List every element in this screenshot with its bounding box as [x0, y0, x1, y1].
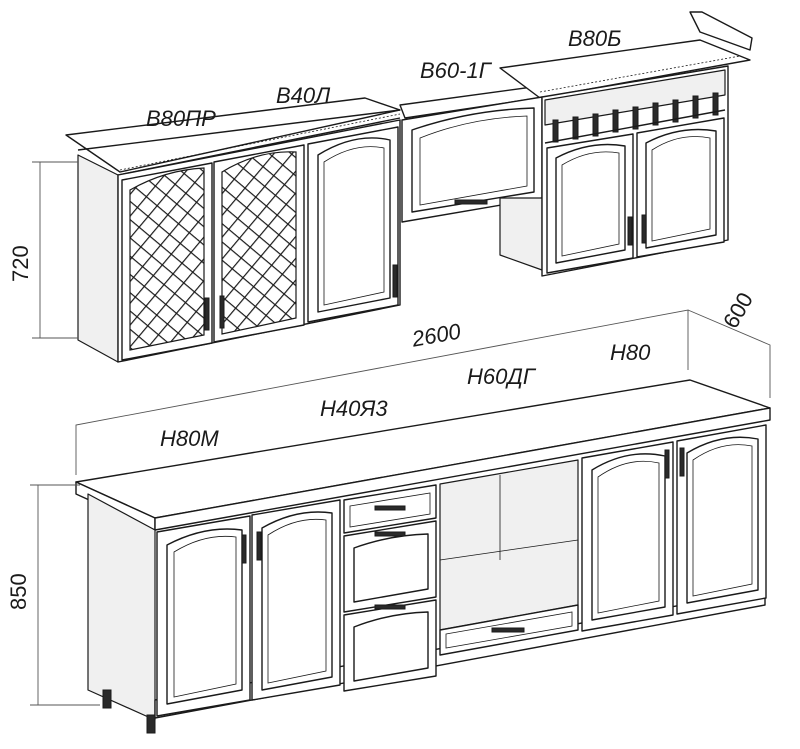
- lower-height-label: 850: [6, 573, 31, 610]
- upper-top-right: [499, 39, 751, 99]
- door-b80b-2-inner: [651, 136, 711, 242]
- door-n80-2-inner: [692, 444, 753, 597]
- door-b80b-1-inner: [561, 151, 620, 257]
- door-n80m-2[interactable]: [251, 499, 341, 701]
- door-n80m-1-inner: [173, 535, 237, 698]
- label-n40ya3: Н40Я3: [320, 396, 388, 421]
- drawer-3[interactable]: [343, 599, 437, 692]
- label-n60dg: Н60ДГ: [467, 364, 535, 389]
- lower-cabinets: [75, 379, 771, 734]
- lattice-panel-2: [221, 151, 297, 335]
- door-n80-1-panel: [591, 453, 666, 621]
- handle-icon: [454, 199, 488, 205]
- door-n80m-1[interactable]: [156, 515, 251, 717]
- label-b40l: В40Л: [276, 83, 331, 108]
- label-b60-1g: В60-1Г: [420, 58, 491, 83]
- door-b80b-2-panel: [645, 128, 717, 249]
- lower-left-side: [87, 493, 156, 721]
- handle-icon: [374, 505, 406, 511]
- door-n80-2-panel: [686, 436, 759, 604]
- door-n80-1[interactable]: [581, 441, 674, 632]
- door-n80-1-inner: [597, 460, 660, 614]
- door-n80m-1-panel: [166, 528, 243, 705]
- handle-icon: [374, 531, 406, 537]
- upper-left-side: [77, 154, 119, 363]
- door-b40l-panel-inner: [323, 146, 385, 306]
- label-n80m: Н80М: [160, 426, 219, 451]
- b60-panel: [411, 107, 535, 213]
- door-n80m-2-inner: [267, 518, 327, 684]
- door-b40l-panel: [317, 137, 391, 313]
- oven-niche: [439, 459, 579, 631]
- door-n80m-2-panel: [261, 511, 333, 691]
- cornice-dentil-left: [119, 113, 401, 171]
- door-b40l[interactable]: [307, 126, 399, 323]
- handle-icon: [241, 534, 247, 564]
- b60-panel-inner: [419, 115, 528, 206]
- open-shelf: [544, 69, 726, 126]
- handle-icon: [641, 214, 647, 244]
- lattice-panel-1: [129, 167, 205, 351]
- label-n80: Н80: [610, 340, 651, 365]
- upper-height-dimension: [32, 161, 78, 339]
- door-n80-2[interactable]: [676, 424, 767, 615]
- handle-icon: [627, 216, 633, 246]
- handle-icon: [256, 531, 262, 561]
- upper-height-label: 720: [8, 245, 33, 282]
- balusters: [552, 92, 719, 143]
- handle-icon: [664, 449, 670, 479]
- door-b80b-1[interactable]: [546, 133, 634, 274]
- leg-icon: [146, 714, 156, 734]
- drawer-1-panel: [349, 492, 431, 528]
- handle-icon: [679, 447, 685, 477]
- handle-icon: [374, 604, 406, 610]
- drawer-3-panel: [353, 611, 429, 682]
- upper-cornice-end: [689, 11, 753, 51]
- handle-icon: [491, 627, 525, 633]
- lower-dimensions: [30, 309, 771, 706]
- handle-icon: [219, 295, 225, 329]
- door-b80b-1-panel: [555, 143, 626, 264]
- leg-icon: [102, 689, 112, 709]
- handle-icon: [392, 264, 398, 298]
- upper-cabinets: [65, 11, 753, 363]
- drawer-n60dg-panel: [445, 611, 573, 649]
- label-b80b: В80Б: [568, 26, 622, 51]
- label-b80pr: В80ПР: [146, 106, 216, 131]
- handle-icon: [204, 297, 210, 331]
- countertop-edge-front: [154, 407, 771, 531]
- niche-inner-lines: [439, 475, 579, 561]
- shelf-rail: [544, 109, 726, 144]
- cornice-dentil-right: [539, 55, 741, 93]
- door-b80b-2[interactable]: [636, 117, 725, 258]
- b80b-side: [499, 197, 543, 271]
